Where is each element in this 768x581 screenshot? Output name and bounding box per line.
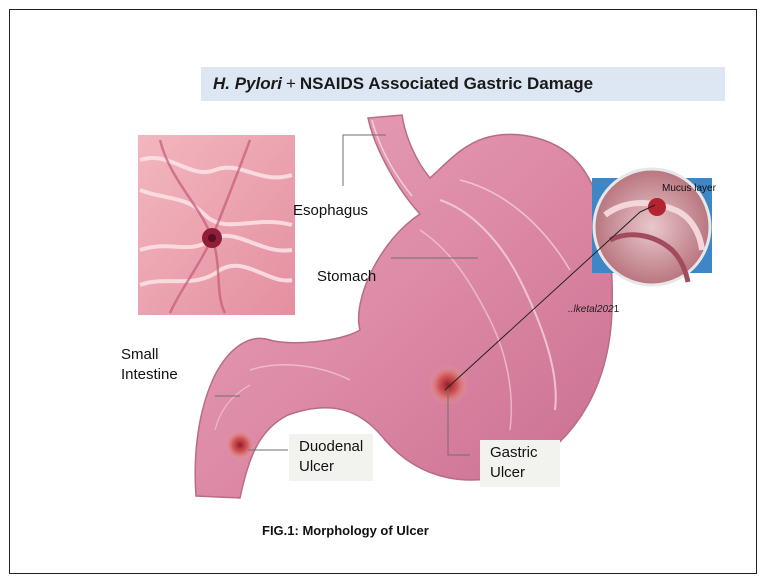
label-small-line1: Small: [121, 345, 178, 365]
citation-tail: 1: [614, 304, 620, 315]
label-duodenal-line2: Ulcer: [299, 457, 363, 477]
label-mucus-layer: Mucus layer: [662, 183, 716, 194]
label-esophagus: Esophagus: [293, 201, 368, 221]
label-small-intestine: Small Intestine: [121, 345, 178, 386]
label-duodenal-ulcer: Duodenal Ulcer: [289, 434, 373, 481]
mucosa-closeup-image: [138, 135, 295, 315]
label-gastric-ulcer: Gastric Ulcer: [480, 440, 560, 487]
label-gastric-line2: Ulcer: [490, 463, 538, 483]
label-duodenal-line1: Duodenal: [299, 437, 363, 457]
figure-caption: FIG.1: Morphology of Ulcer: [262, 523, 429, 538]
citation: ..lketal2021: [568, 304, 619, 315]
label-small-line2: Intestine: [121, 365, 178, 385]
label-gastric-line1: Gastric: [490, 443, 538, 463]
duodenal-ulcer-mark: [225, 430, 255, 460]
label-stomach: Stomach: [317, 267, 376, 287]
citation-italic: ..lketal202: [568, 304, 614, 315]
